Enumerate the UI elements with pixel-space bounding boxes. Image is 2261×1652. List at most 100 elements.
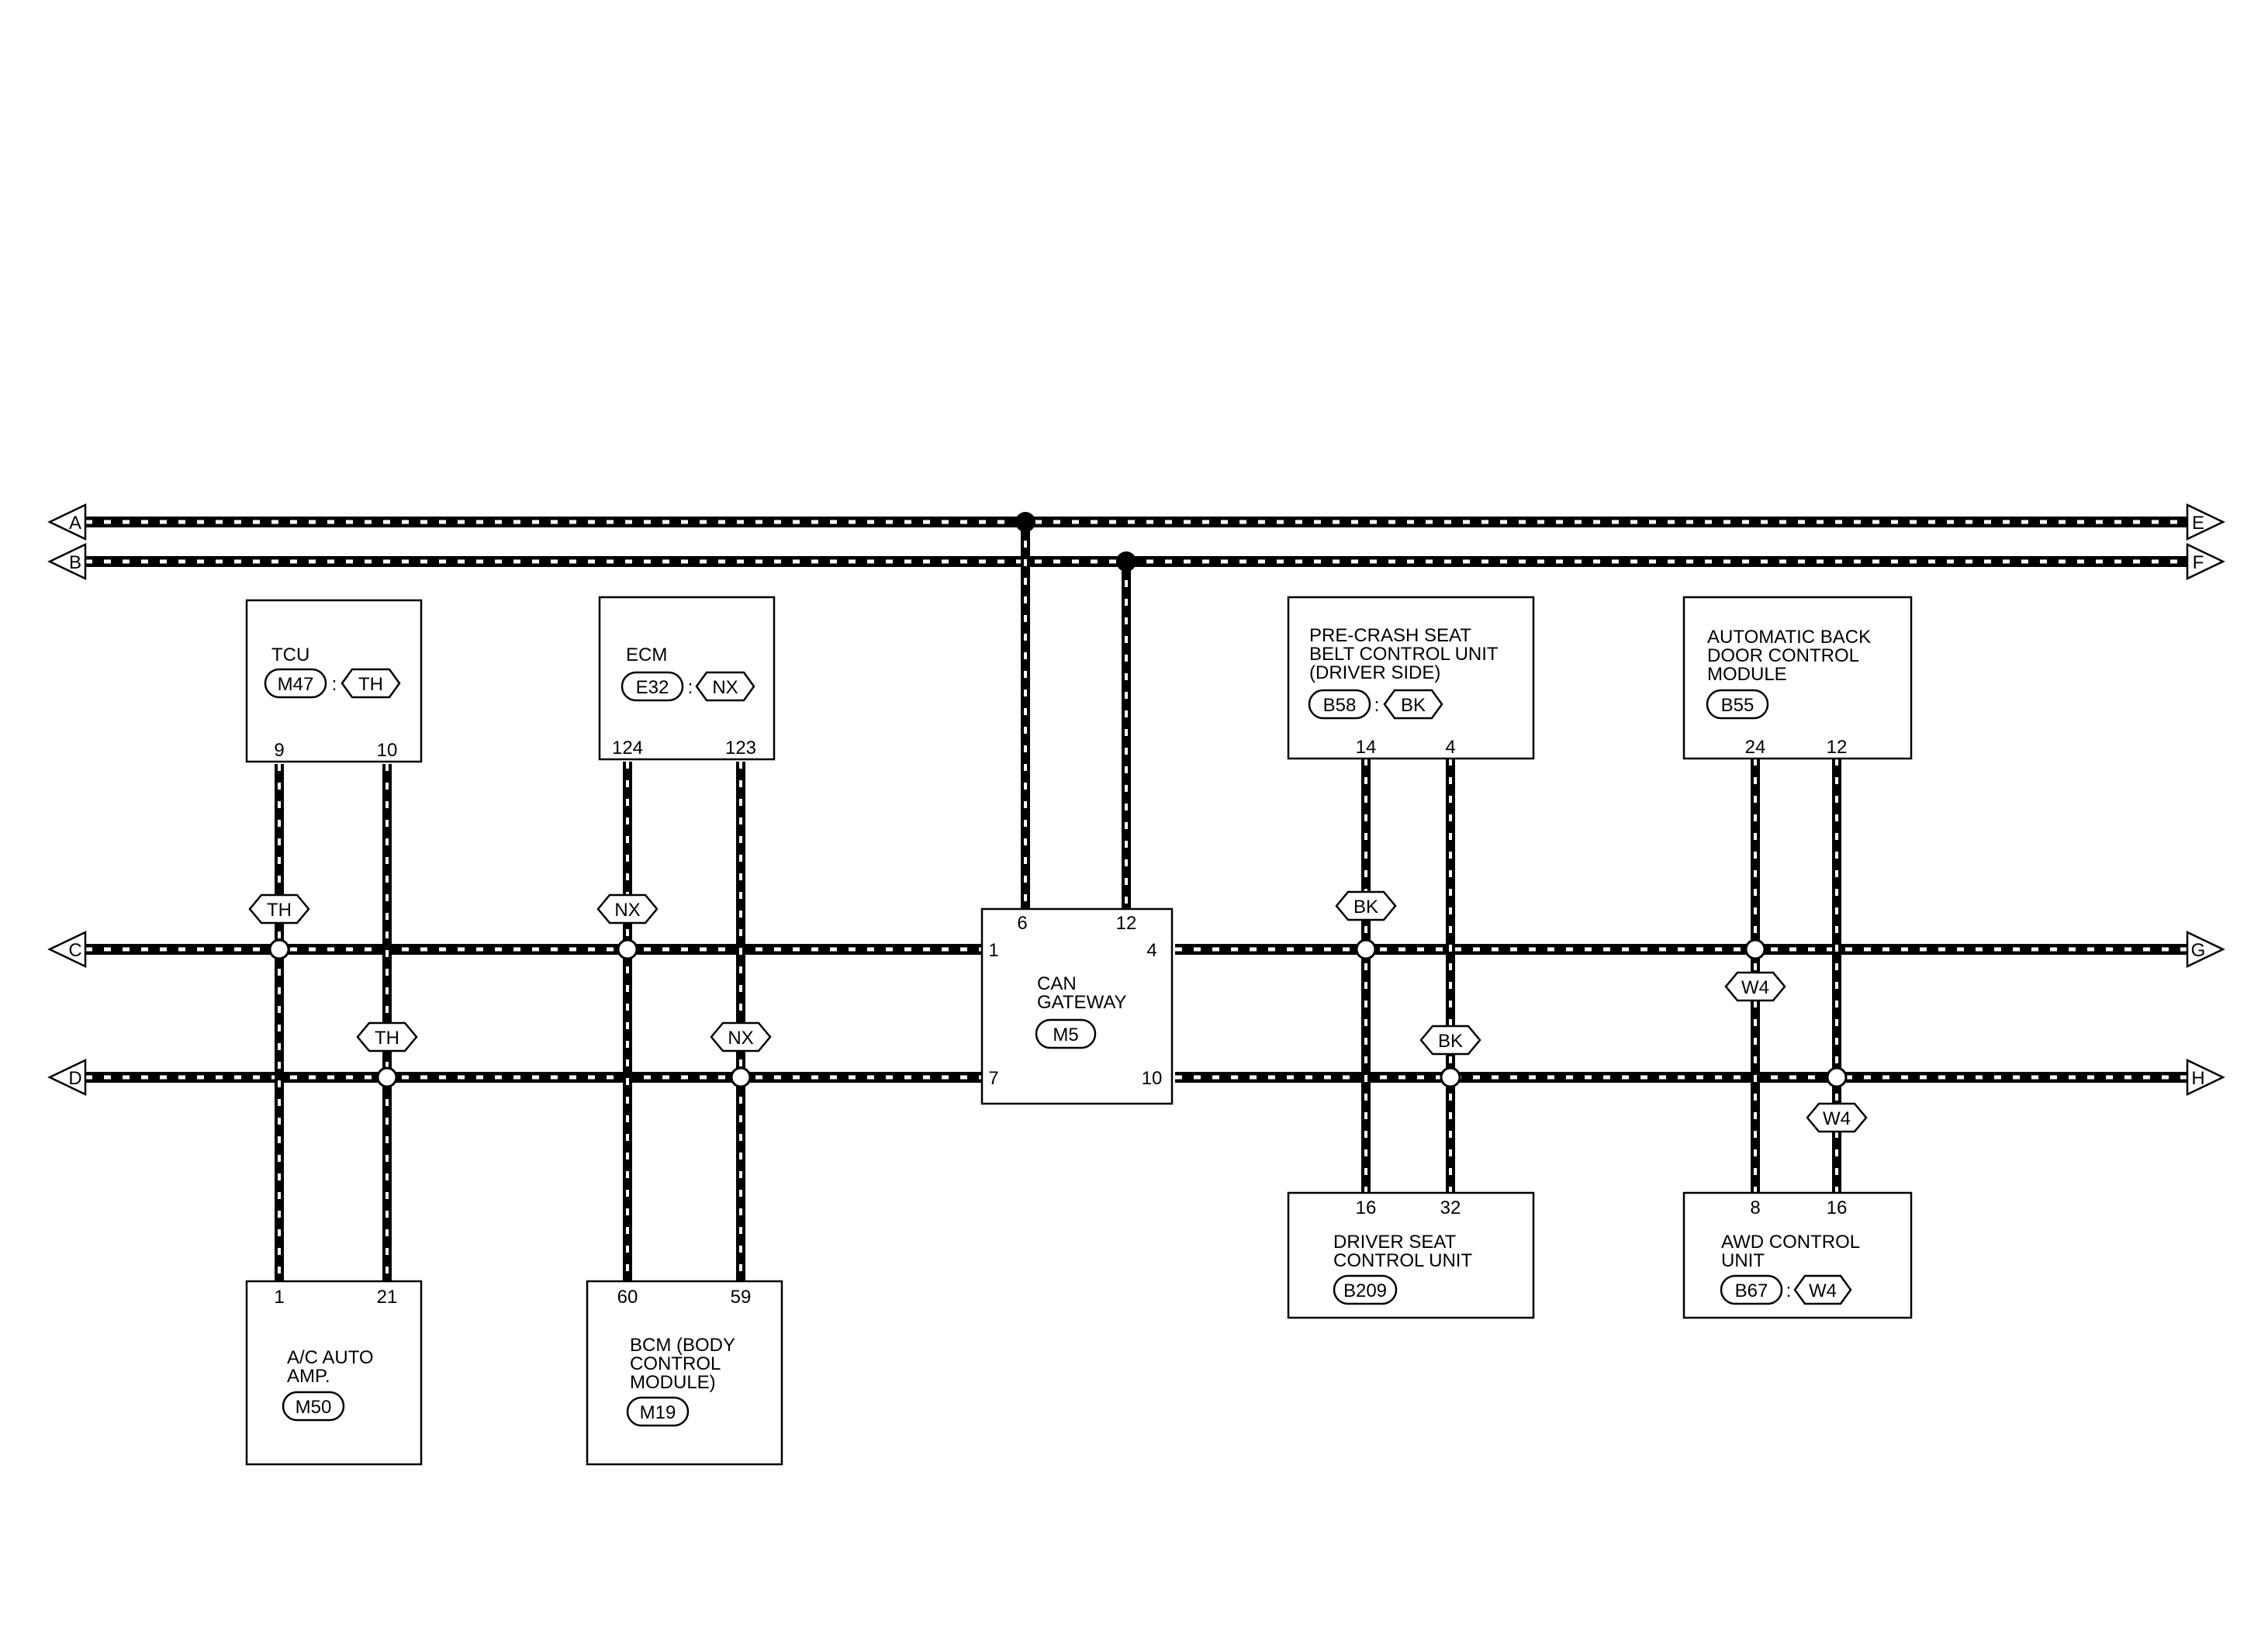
pin-label: 32 [1440, 1198, 1461, 1218]
bus-label-d: D [68, 1068, 81, 1089]
splice-circle [268, 938, 290, 960]
connector-id: B67 [1735, 1280, 1768, 1301]
pin-label: 12 [1827, 737, 1848, 758]
unit-title: MODULE [1707, 664, 1787, 685]
pin-label: 59 [731, 1287, 752, 1308]
connector-badge [1706, 689, 1769, 720]
svg-text::: : [1786, 1280, 1792, 1301]
pin-label: 9 [274, 740, 284, 761]
unit-title: BELT CONTROL UNIT [1309, 644, 1499, 665]
svg-text:W4: W4 [1823, 1108, 1851, 1129]
unit-awd: 8 16 AWD CONTROL UNIT B67 : W4 [1682, 1191, 1913, 1319]
pin-label: 12 [1116, 913, 1137, 934]
unit-can-gateway: 6 12 1 4 CAN GATEWAY M5 7 10 [980, 907, 1174, 1105]
pin-label: 10 [377, 740, 398, 761]
connector-badge [282, 1391, 345, 1422]
unit-back-door-module: AUTOMATIC BACK DOOR CONTROL MODULE B55 2… [1682, 596, 1913, 760]
bus-label-h: H [2191, 1068, 2204, 1089]
unit-title: TCU [271, 645, 309, 665]
pin-label: 4 [1146, 940, 1156, 961]
splice-circle [1355, 938, 1377, 960]
connector-badge [1308, 689, 1371, 720]
svg-text::: : [332, 674, 337, 695]
harness-tag-bk-d: BK [1419, 1025, 1481, 1056]
svg-text::: : [688, 677, 693, 698]
unit-title: CAN [1037, 973, 1077, 994]
harness-tags: TH TH NX NX BK BK W4 W4 [248, 890, 1868, 1133]
unit-tcu: TCU M47 : TH 9 10 [245, 599, 423, 763]
pin-label: 6 [1017, 913, 1027, 934]
unit-title: DOOR CONTROL [1707, 645, 1859, 666]
connector-badge [626, 1396, 690, 1427]
pin-label: 1 [274, 1287, 284, 1308]
unit-title: PRE-CRASH SEAT [1309, 625, 1471, 646]
harness-tag-th-d: TH [356, 1021, 418, 1052]
connector-id: M5 [1053, 1025, 1078, 1045]
splice-circle [376, 1066, 398, 1088]
unit-bcm: 60 59 BCM (BODY CONTROL MODULE) M19 [586, 1280, 783, 1466]
harness-tag-bk-c: BK [1335, 890, 1397, 921]
bus-end-arrows: A B C D E F G H [48, 503, 2225, 1096]
splice-dot [1015, 512, 1035, 532]
harness-id: NX [712, 677, 738, 698]
connector-badge [264, 668, 327, 699]
pin-label: 60 [617, 1287, 638, 1308]
bus-label-c: C [68, 940, 81, 961]
unit-driver-seat: 16 32 DRIVER SEAT CONTROL UNIT B209 [1287, 1191, 1535, 1319]
harness-id: W4 [1809, 1280, 1837, 1301]
harness-badge [695, 671, 755, 702]
bus-label-f: F [2193, 552, 2204, 573]
harness-badge [1383, 689, 1443, 720]
splice-circle [1440, 1066, 1461, 1088]
unit-title: MODULE) [630, 1372, 716, 1393]
unit-title: GATEWAY [1037, 992, 1127, 1013]
svg-text:BK: BK [1438, 1031, 1463, 1052]
pin-label: 1 [988, 940, 998, 961]
unit-ac-auto-amp: 1 21 A/C AUTO AMP. M50 [245, 1280, 423, 1466]
connector-id: B58 [1323, 695, 1357, 716]
junctions [268, 512, 1848, 1088]
splice-circle [617, 938, 638, 960]
unit-title: DRIVER SEAT [1333, 1232, 1457, 1253]
harness-id: TH [358, 674, 383, 695]
connector-id: M47 [278, 674, 314, 695]
unit-title: (DRIVER SIDE) [1309, 662, 1440, 683]
connector-badge [1720, 1274, 1783, 1305]
pin-label: 124 [612, 738, 643, 759]
harness-badge [341, 668, 401, 699]
harness-tag-nx-d: NX [710, 1021, 772, 1052]
connector-id: M50 [296, 1397, 332, 1418]
connector-id: M19 [640, 1402, 676, 1423]
svg-text:BK: BK [1353, 897, 1378, 918]
bus-label-a: A [69, 513, 81, 534]
harness-tag-th-c: TH [248, 893, 310, 924]
pin-label: 14 [1356, 737, 1377, 758]
vertical-wires [275, 522, 1841, 1281]
harness-tag-w4-c: W4 [1724, 971, 1786, 1002]
unit-title: A/C AUTO [287, 1347, 374, 1368]
splice-circle [1826, 1066, 1848, 1088]
svg-text::: : [1374, 695, 1380, 716]
pin-label: 8 [1750, 1198, 1760, 1218]
svg-text:NX: NX [728, 1028, 753, 1049]
unit-precrash-seatbelt: PRE-CRASH SEAT BELT CONTROL UNIT (DRIVER… [1287, 596, 1535, 760]
unit-ecm: ECM E32 : NX 124 123 [598, 596, 776, 761]
pin-label: 21 [377, 1287, 398, 1308]
harness-tag-w4-d: W4 [1806, 1102, 1868, 1133]
unit-title: ECM [626, 645, 667, 665]
bus-label-e: E [2192, 513, 2204, 534]
unit-title: CONTROL UNIT [1333, 1250, 1472, 1271]
svg-text:W4: W4 [1741, 977, 1769, 998]
unit-title: AUTOMATIC BACK [1707, 627, 1871, 648]
pin-label: 4 [1445, 737, 1455, 758]
pin-label: 24 [1745, 737, 1766, 758]
svg-text:TH: TH [267, 900, 292, 921]
pin-label: 16 [1827, 1198, 1848, 1218]
connector-badge [1333, 1274, 1398, 1305]
connector-badge [1035, 1018, 1097, 1049]
connector-badge [621, 671, 684, 702]
unit-title: AMP. [287, 1366, 330, 1387]
connector-id: B209 [1343, 1280, 1387, 1301]
pin-label: 16 [1356, 1198, 1377, 1218]
